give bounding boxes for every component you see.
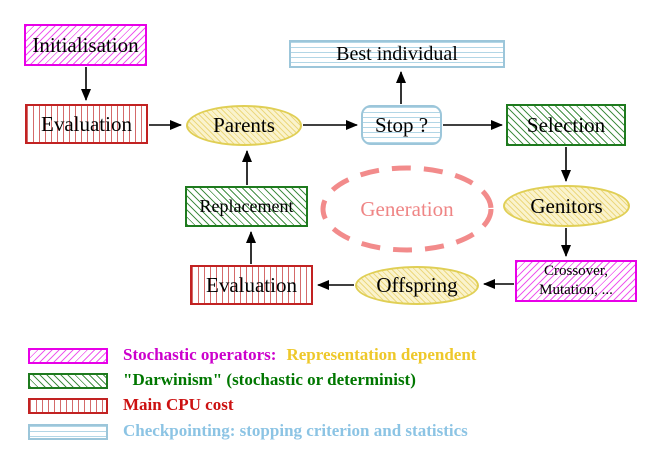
node-stop-label: Stop ?: [374, 112, 429, 137]
node-parents: Parents: [186, 105, 302, 146]
node-offspring: Offspring: [355, 266, 479, 305]
legend-text-checkpointing: Checkpointing: stopping criterion and st…: [123, 421, 468, 441]
node-genitors: Genitors: [503, 185, 630, 227]
crossover-line: Crossover,: [544, 262, 608, 279]
node-crossover-mutation-label: Crossover, Mutation, ...: [539, 262, 613, 301]
node-initialisation: Initialisation: [24, 24, 147, 66]
node-best-individual: Best individual: [289, 40, 505, 68]
legend-text-stochastic-operators: Stochastic operators: Representation depe…: [123, 345, 476, 365]
node-selection-label: Selection: [526, 112, 606, 137]
node-crossover-mutation: Crossover, Mutation, ...: [515, 260, 637, 302]
mutation-line: Mutation, ...: [539, 282, 613, 298]
generation-label: Generation: [360, 196, 454, 221]
legend-label-cpu-cost: Main CPU cost: [123, 395, 234, 414]
legend-text-cpu-cost: Main CPU cost: [123, 395, 233, 415]
node-best-individual-label: Best individual: [336, 42, 458, 65]
node-offspring-label: Offspring: [376, 273, 458, 297]
legend-label-checkpointing: Checkpointing: stopping criterion and st…: [123, 421, 468, 440]
node-evaluation-top-label: Evaluation: [41, 111, 132, 136]
legend-label-stochastic: Stochastic operators:: [123, 345, 277, 364]
node-evaluation-top: Evaluation: [25, 104, 148, 144]
legend-swatch-green-hatch: [28, 373, 108, 389]
node-genitors-label: Genitors: [530, 193, 603, 218]
node-selection: Selection: [506, 104, 626, 146]
generation-dashed-ellipse: [320, 165, 494, 253]
legend-swatch-magenta-hatch: [28, 348, 108, 364]
node-replacement-label: Replacement: [199, 196, 294, 216]
node-initialisation-label: Initialisation: [32, 32, 139, 57]
node-parents-label: Parents: [213, 113, 275, 137]
legend-label-darwinism: "Darwinism" (stochastic or determinist): [123, 370, 416, 389]
node-evaluation-bottom-label: Evaluation: [206, 272, 297, 297]
legend-swatch-red-vlines: [28, 398, 108, 414]
node-replacement: Replacement: [185, 186, 308, 227]
node-evaluation-bottom: Evaluation: [190, 265, 313, 305]
legend-swatch-cyan-hlines: [28, 424, 108, 440]
legend-text-darwinism: "Darwinism" (stochastic or determinist): [123, 370, 416, 390]
node-stop: Stop ?: [361, 105, 442, 145]
legend-label-representation: Representation dependent: [286, 345, 477, 364]
